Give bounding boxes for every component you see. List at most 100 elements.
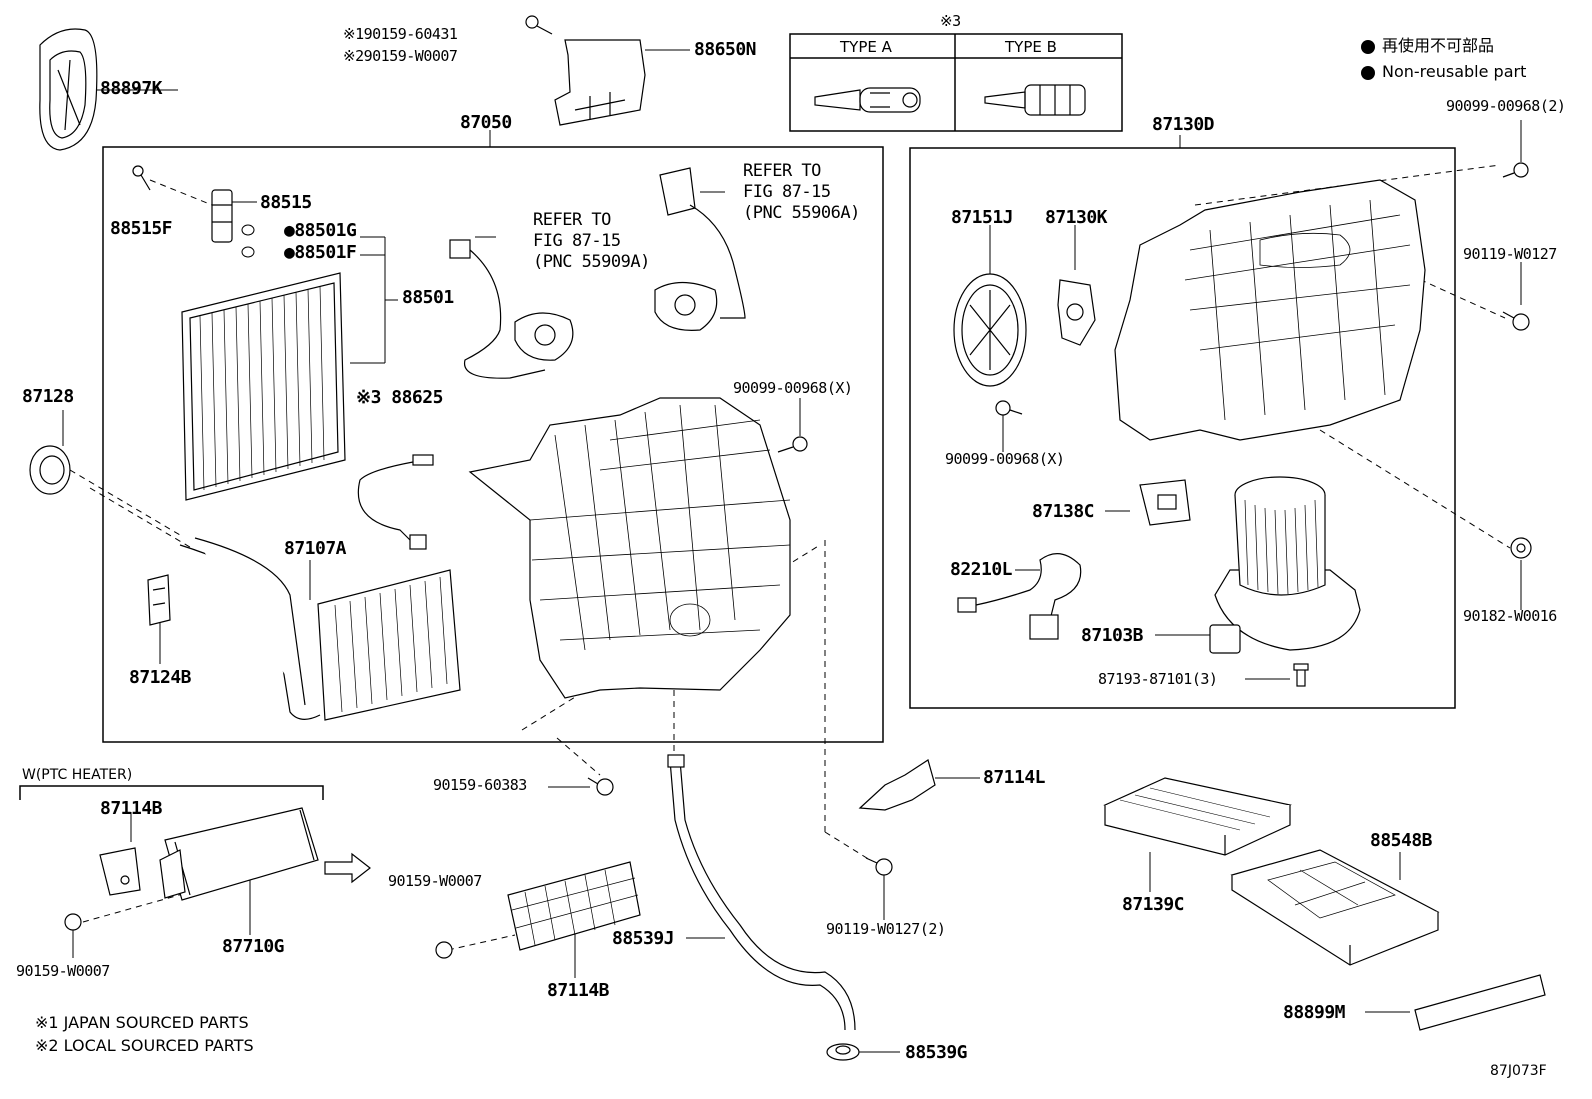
label-88501: 88501 [402, 287, 454, 308]
damper-87151J [953, 273, 1027, 387]
unit-87050-box [102, 146, 884, 743]
legend-non-reusable-en: Non-reusable part [1382, 62, 1527, 81]
label-88515F: 88515F [110, 218, 173, 239]
label-87114B-b: 87114B [547, 980, 610, 1001]
label-87128: 87128 [22, 386, 74, 407]
nut-90182-W0016 [1510, 537, 1532, 559]
wire-82210L [957, 553, 1082, 640]
resistor-87138C [1139, 479, 1191, 526]
ptc-heater-label: W(PTC HEATER) [22, 767, 133, 783]
evaporator-88501 [181, 272, 346, 501]
type-box [789, 33, 1123, 132]
note-local-sourced: ※2 LOCAL SOURCED PARTS [35, 1036, 254, 1055]
refer-pnc-55906A: (PNC 55906A) [743, 203, 860, 223]
label-90159-60431: ※190159-60431 [343, 25, 458, 43]
valve-88515 [211, 189, 233, 243]
screw-90159-W0007-b [435, 941, 453, 959]
refer-fig-line-2: FIG 87-15 [533, 231, 621, 251]
label-90099-00968-x-blower: 90099-00968(X) [945, 450, 1065, 468]
label-87151J: 87151J [951, 207, 1014, 228]
connector-type-a [814, 87, 921, 113]
label-90159-W0007-a: 90159-W0007 [16, 962, 110, 980]
label-87050: 87050 [460, 112, 512, 133]
bolt-90159-60383 [587, 777, 614, 796]
arrow-icon [324, 852, 371, 884]
label-87114L: 87114L [983, 767, 1046, 788]
screw-90119-W0127 [1502, 311, 1530, 331]
sensor-88625 [357, 454, 434, 550]
ptc-element-87114B [507, 861, 641, 951]
filter-sheet-88899M [1414, 974, 1546, 1031]
label-87130D: 87130D [1152, 114, 1215, 135]
label-88515: 88515 [260, 192, 312, 213]
label-90159-W0007-b: 90159-W0007 [388, 872, 482, 890]
refer-pnc-55909A: (PNC 55909A) [533, 252, 650, 272]
drain-hose-88539J [667, 754, 856, 1031]
label-82210L: 82210L [950, 559, 1013, 580]
label-90182-W0016: 90182-W0016 [1463, 607, 1557, 625]
label-90099-00968-2: 90099-00968(2) [1446, 97, 1566, 115]
label-88625: ※3 88625 [356, 387, 443, 408]
label-90119-W0127: 90119-W0127 [1463, 245, 1557, 263]
label-88897K: 88897K [100, 78, 163, 99]
grille-88897K [39, 28, 98, 151]
air-filter-87139C [1103, 777, 1292, 856]
refer-fig-line-1: FIG 87-15 [743, 182, 831, 202]
label-87710G: 87710G [222, 936, 285, 957]
figure-id: 87J073F [1490, 1063, 1547, 1079]
screw-90099-00968-2 [1502, 162, 1529, 178]
ptc-heater-87710G [159, 807, 319, 901]
actuator-55906A [654, 167, 746, 331]
o-rings [241, 224, 255, 258]
refer-to-line-2: REFER TO [533, 210, 611, 230]
label-88501F: ●88501F [284, 242, 357, 263]
screw-90119-W0127-2 [865, 857, 893, 876]
legend-non-reusable-jp: 再使用不可部品 [1382, 36, 1495, 55]
bolt-90159-60431 [525, 15, 553, 35]
filter-cover-88548B [1230, 849, 1440, 966]
label-88501G: ●88501G [284, 220, 357, 241]
label-87107A: 87107A [284, 538, 347, 559]
type-b-label: TYPE B [1005, 38, 1057, 56]
blower-housing-87130D [1114, 179, 1426, 441]
screw-88515F [132, 165, 151, 191]
grommet-88539G [826, 1043, 860, 1061]
unit-87130D-box [909, 147, 1456, 709]
screw-90099-00968-x [777, 436, 808, 453]
clip-87124B [147, 574, 171, 626]
note-japan-sourced: ※1 JAPAN SOURCED PARTS [35, 1013, 249, 1032]
connector-type-b [984, 84, 1086, 116]
label-90099-00968-x-main: 90099-00968(X) [733, 379, 853, 397]
actuator-55909A [449, 239, 574, 379]
type-box-ref: ※3 [940, 12, 961, 30]
label-87138C: 87138C [1032, 501, 1095, 522]
hvac-case-87050 [468, 397, 791, 699]
label-87114B-a: 87114B [100, 798, 163, 819]
label-90119-W0127-2: 90119-W0127(2) [826, 920, 946, 938]
label-88539J: 88539J [612, 928, 675, 949]
screw-87193 [1293, 663, 1309, 687]
label-87124B: 87124B [129, 667, 192, 688]
label-87139C: 87139C [1122, 894, 1185, 915]
bracket-87114L [858, 759, 936, 811]
screw-90099-00968-x-blower [995, 400, 1023, 416]
label-88650N: 88650N [694, 39, 757, 60]
screw-90159-W0007-a [64, 913, 82, 931]
type-a-label: TYPE A [840, 38, 892, 56]
label-90159-W0007-top: ※290159-W0007 [343, 47, 458, 65]
label-87103B: 87103B [1081, 625, 1144, 646]
ptc-bracket-87114B [99, 847, 141, 896]
label-87130K: 87130K [1045, 207, 1108, 228]
heater-core-87107A [179, 537, 461, 721]
grommet-87128 [29, 445, 71, 495]
label-88899M: 88899M [1283, 1002, 1346, 1023]
label-88548B: 88548B [1370, 830, 1433, 851]
blower-motor-87103B [1209, 476, 1361, 654]
label-90159-60383: 90159-60383 [433, 776, 527, 794]
label-88539G: 88539G [905, 1042, 968, 1063]
motor-87130K [1057, 279, 1096, 346]
refer-to-line-1: REFER TO [743, 161, 821, 181]
label-87193-87101: 87193-87101(3) [1098, 670, 1218, 688]
